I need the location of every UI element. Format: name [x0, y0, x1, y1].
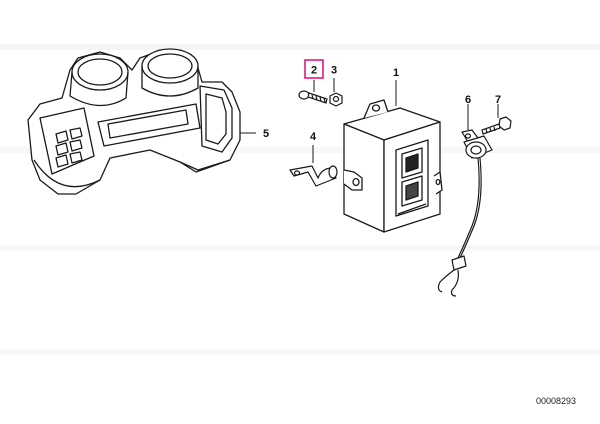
callout-7[interactable]: 7	[495, 94, 501, 106]
nut[interactable]	[329, 92, 343, 107]
callout-5[interactable]: 5	[263, 128, 269, 140]
callout-4[interactable]: 4	[310, 131, 317, 143]
instrument-cluster-housing[interactable]	[27, 48, 241, 195]
screw[interactable]	[298, 90, 328, 104]
control-unit[interactable]	[343, 99, 443, 233]
callout-3[interactable]: 3	[331, 65, 337, 77]
callout-6[interactable]: 6	[465, 94, 471, 106]
highlight-box	[304, 59, 324, 79]
document-id: 00008293	[536, 396, 576, 406]
bolt[interactable]	[481, 116, 512, 135]
callout-1[interactable]: 1	[393, 67, 399, 79]
sensor[interactable]	[437, 129, 493, 297]
bracket[interactable]	[289, 165, 338, 187]
callout-2[interactable]: 2	[311, 65, 317, 77]
